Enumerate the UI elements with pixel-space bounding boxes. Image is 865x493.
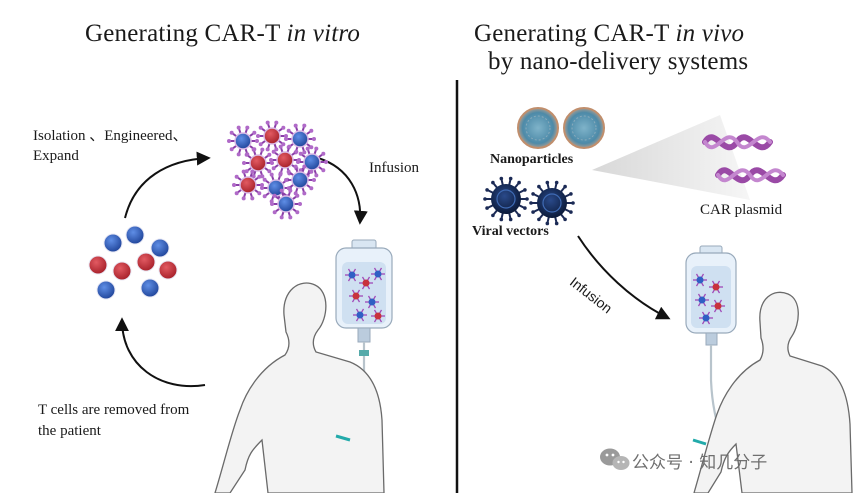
step-isolation-label-line1: Isolation 、Engineered、 xyxy=(33,128,188,144)
flow-arrow-removal xyxy=(115,317,206,388)
t-cell-red xyxy=(136,252,156,272)
right-panel-title: Generating CAR-T in vivo xyxy=(474,20,744,48)
viral-vector-icons xyxy=(483,176,575,226)
nanoparticle xyxy=(563,107,605,149)
iv-bag-right xyxy=(685,245,737,455)
flow-arrow-infusion xyxy=(317,157,368,225)
right-panel-subtitle: by nano-delivery systems xyxy=(488,48,749,75)
bag-cell xyxy=(371,267,385,281)
step-removal-label-line2: the patient xyxy=(38,423,101,439)
left-title-text: Generating CAR-T xyxy=(85,20,287,47)
step-removal-label-line1: T cells are removed from xyxy=(38,402,190,418)
bag-cell xyxy=(695,293,709,307)
bag-cell xyxy=(709,280,723,294)
car-t-cell-blue xyxy=(284,164,316,196)
step-isolation-label-line2: Expand xyxy=(33,148,79,164)
bag-cell xyxy=(693,273,707,287)
car-t-cell-red xyxy=(269,144,301,176)
t-cell-blue xyxy=(125,225,145,245)
iv-catheter-right xyxy=(692,438,707,446)
t-cell-blue xyxy=(103,233,123,253)
patient-body-left xyxy=(214,282,385,493)
left-title-emphasis: in vitro xyxy=(286,20,361,47)
t-cell-cluster xyxy=(88,225,178,300)
car-t-cell-red xyxy=(256,120,288,152)
right-title-text: Generating CAR-T xyxy=(474,20,676,47)
t-cell-red xyxy=(112,261,132,281)
watermark-text: 公众号 · 知几分子 xyxy=(632,453,768,473)
car-t-cell-red xyxy=(232,169,264,201)
car-t-cell-blue xyxy=(270,188,302,220)
nanoparticles-label: Nanoparticles xyxy=(490,152,574,167)
right-title-emphasis: in vivo xyxy=(675,20,745,47)
bag-cell xyxy=(371,309,385,323)
t-cell-red xyxy=(158,260,178,280)
t-cell-blue xyxy=(140,278,160,298)
nanoparticle-icons xyxy=(517,107,605,149)
flow-arrow-isolation xyxy=(124,151,211,219)
infusion-arrow-right xyxy=(577,235,671,320)
engineered-car-t-cells xyxy=(227,120,328,220)
car-plasmid-label: CAR plasmid xyxy=(700,202,783,218)
left-panel-title: Generating CAR-T in vitro xyxy=(85,20,360,48)
bag-cell xyxy=(353,308,367,322)
viral-vector xyxy=(529,180,575,226)
zoom-cone xyxy=(592,115,750,200)
car-t-cell-blue xyxy=(296,146,328,178)
wechat-icon xyxy=(600,448,630,470)
patient-body-right xyxy=(693,291,853,493)
t-cell-red xyxy=(88,255,108,275)
nanoparticle xyxy=(517,107,559,149)
viral-vectors-label: Viral vectors xyxy=(472,224,549,239)
bag-cell xyxy=(349,289,363,303)
step-infusion-label: Infusion xyxy=(369,160,419,176)
car-t-cell-red xyxy=(242,147,274,179)
bag-cell xyxy=(359,276,373,290)
bag-cell xyxy=(345,268,359,282)
bag-cell xyxy=(711,299,725,313)
t-cell-blue xyxy=(150,238,170,258)
t-cell-blue xyxy=(96,280,116,300)
bag-cell xyxy=(365,295,379,309)
viral-vector xyxy=(483,176,529,222)
car-t-cell-blue xyxy=(284,123,316,155)
iv-catheter-left xyxy=(335,434,351,442)
car-plasmid-icon xyxy=(702,134,786,184)
bag-cell xyxy=(699,311,713,325)
